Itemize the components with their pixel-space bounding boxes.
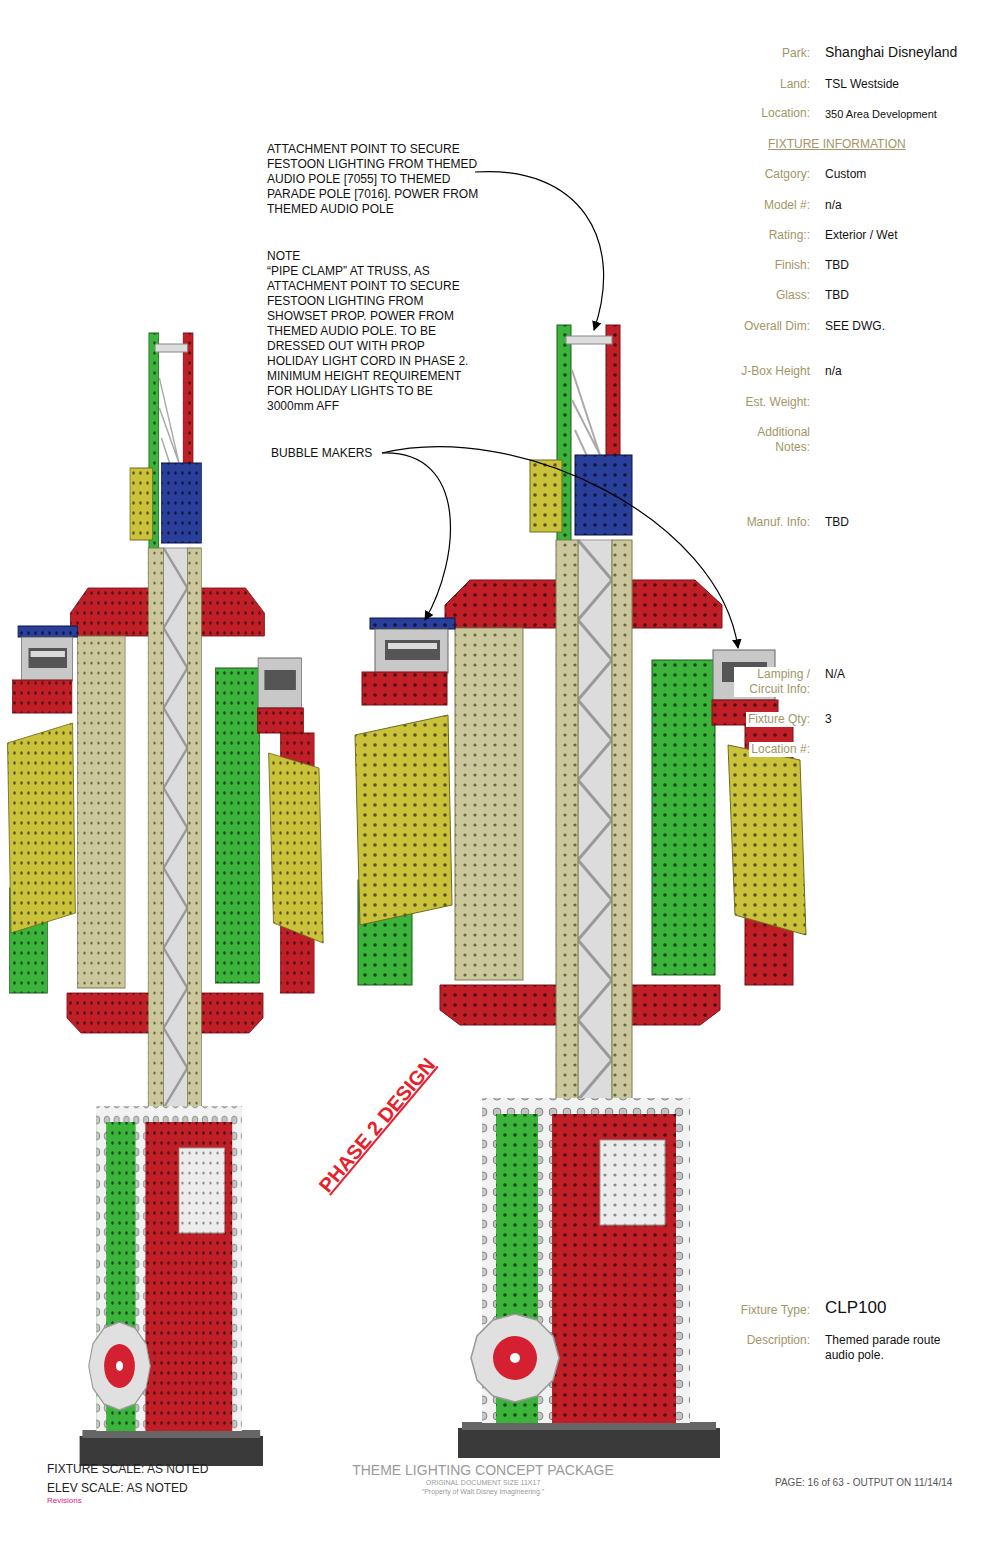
callout-note: ATTACHMENT POINT TO SECURE FESTOON LIGHT… (267, 142, 479, 217)
field-label: Additional Notes: (736, 425, 812, 455)
leader-line (382, 453, 450, 620)
field-value: TBD (825, 258, 849, 273)
callout-note: “PIPE CLAMP” AT TRUSS, AS ATTACHMENT POI… (267, 264, 472, 414)
field-label: Est. Weight: (744, 395, 812, 410)
field-value: 350 Area Development (825, 107, 937, 122)
field-label: Description: (745, 1333, 812, 1348)
revisions-label: Revisions (47, 1496, 82, 1506)
audio-pole-right-view (355, 325, 806, 1458)
field-label: Manuf. Info: (745, 515, 812, 530)
field-label: Lamping / Circuit Info: (734, 667, 812, 697)
field-label: Rating:: (767, 228, 812, 243)
field-value: Themed parade route audio pole. (825, 1333, 955, 1363)
field-value: N/A (825, 667, 845, 682)
field-value: 3 (825, 712, 832, 727)
field-value: TBD (825, 515, 849, 530)
field-label: Finish: (773, 258, 812, 273)
field-label: Overall Dim: (742, 319, 812, 334)
footer-note: ORIGINAL DOCUMENT SIZE 11X17 (333, 1478, 633, 1487)
scale-note: ELEV SCALE: AS NOTED (47, 1481, 188, 1496)
field-value: Exterior / Wet (825, 228, 897, 243)
package-title: THEME LIGHTING CONCEPT PACKAGE (283, 1462, 683, 1478)
section-heading: FIXTURE INFORMATION (768, 137, 906, 152)
field-value: TSL Westside (825, 77, 899, 92)
note-heading: NOTE (267, 249, 300, 264)
field-label: Location: (759, 106, 812, 121)
field-label: Park: (780, 46, 812, 61)
field-label: Land: (778, 77, 812, 92)
leader-line (475, 172, 604, 330)
field-label: Catgory: (763, 167, 812, 182)
leader-line (382, 447, 738, 648)
audio-pole-left-view (7, 333, 323, 1466)
phase-stamp: PHASE 2 DESIGN (314, 1053, 440, 1197)
callout-label: BUBBLE MAKERS (271, 446, 372, 461)
field-value: n/a (825, 198, 842, 213)
page-number: PAGE: 16 of 63 - OUTPUT ON 11/14/14 (775, 1477, 952, 1489)
fixture-type-code: CLP100 (825, 1300, 886, 1315)
field-label: Fixture Type: (739, 1303, 812, 1318)
scale-note: FIXTURE SCALE: AS NOTED (47, 1462, 208, 1477)
field-value: Custom (825, 167, 866, 182)
field-value: SEE DWG. (825, 319, 885, 334)
field-label: Glass: (774, 288, 812, 303)
field-label: Fixture Qty: (746, 712, 812, 727)
field-label: Location #: (749, 742, 812, 757)
field-value: n/a (825, 364, 842, 379)
footer-note: "Property of Walt Disney Imagineering." (333, 1487, 633, 1496)
field-label: J-Box Height (739, 364, 812, 379)
field-label: Model #: (762, 198, 812, 213)
field-value: TBD (825, 288, 849, 303)
field-value: Shanghai Disneyland (825, 45, 957, 60)
